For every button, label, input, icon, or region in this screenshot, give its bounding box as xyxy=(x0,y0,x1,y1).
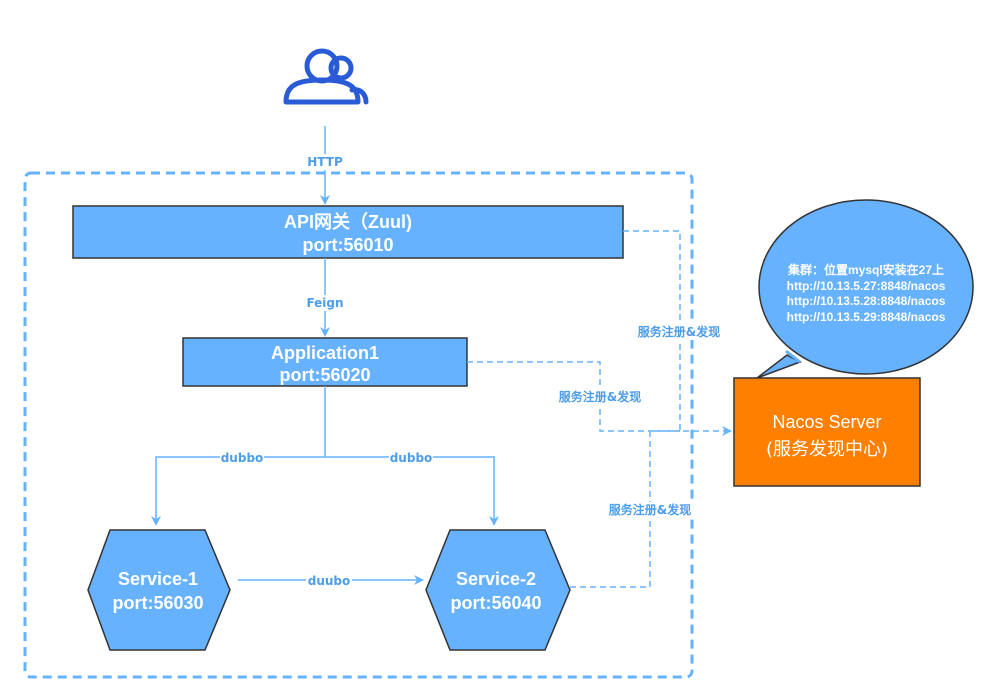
service1-port: port:56030 xyxy=(112,593,203,613)
gateway-node[interactable] xyxy=(72,205,624,259)
register-service-edge xyxy=(570,430,680,588)
http-label: HTTP xyxy=(307,155,343,169)
users-icon xyxy=(283,48,369,105)
nacos-subtitle: (服务发现中心) xyxy=(766,439,888,460)
nacos-server-node[interactable] xyxy=(733,377,921,487)
callout-line-4: http://10.13.5.29:8848/nacos xyxy=(787,310,946,324)
service1-title: Service-1 xyxy=(118,569,198,589)
cluster-callout: 集群：位置mysql安装在27上 http://10.13.5.27:8848/… xyxy=(756,199,974,379)
dubbo-right-label: dubbo xyxy=(390,451,433,465)
application-port: port:56020 xyxy=(279,365,370,385)
callout-line-2: http://10.13.5.27:8848/nacos xyxy=(787,279,946,293)
callout-line-3: http://10.13.5.28:8848/nacos xyxy=(787,294,946,308)
service2-port: port:56040 xyxy=(450,593,541,613)
service2-title: Service-2 xyxy=(456,569,536,589)
nacos-title: Nacos Server xyxy=(772,412,881,432)
register-service-label: 服务注册&发现 xyxy=(609,502,691,517)
dubbo-left-label: dubbo xyxy=(221,451,264,465)
register-gateway-edge xyxy=(623,230,732,436)
application-title: Application1 xyxy=(271,343,379,363)
duubo-label: duubo xyxy=(308,574,351,588)
gateway-title: API网关（Zuul) xyxy=(284,211,412,232)
register-app-edge xyxy=(467,361,680,432)
feign-label: Feign xyxy=(306,296,343,310)
service2-node[interactable] xyxy=(425,529,571,651)
gateway-port: port:56010 xyxy=(302,235,393,255)
register-gateway-label: 服务注册&发现 xyxy=(638,324,720,339)
service1-node[interactable] xyxy=(87,529,231,651)
system-boundary xyxy=(23,171,694,679)
register-app-label: 服务注册&发现 xyxy=(559,389,641,404)
dubbo-right-edge xyxy=(325,456,499,526)
callout-line-1: 集群：位置mysql安装在27上 xyxy=(787,262,944,277)
